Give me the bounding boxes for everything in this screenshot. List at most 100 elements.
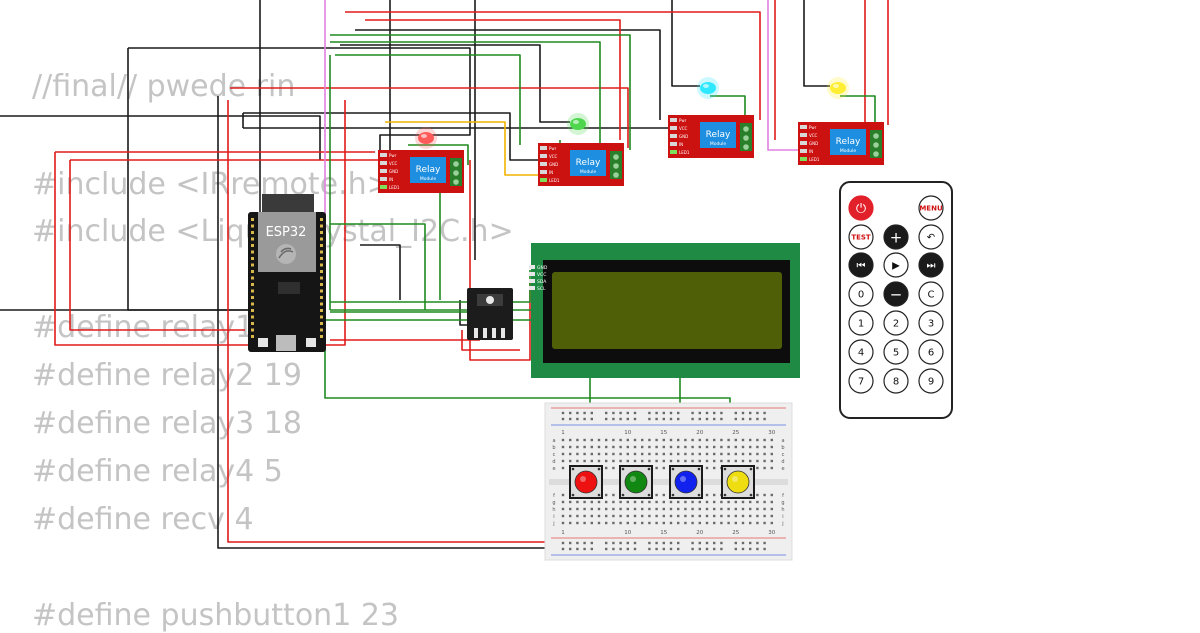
breadboard-hole[interactable] [633,500,637,504]
breadboard-hole[interactable] [677,541,680,545]
breadboard-hole[interactable] [720,452,723,456]
breadboard-hole[interactable] [691,459,694,463]
breadboard-hole[interactable] [669,452,673,456]
breadboard-hole[interactable] [561,514,565,518]
i2c-pin[interactable] [492,328,496,338]
breadboard-hole[interactable] [576,417,579,421]
breadboard-hole[interactable] [741,507,745,511]
breadboard-hole[interactable] [734,521,737,525]
breadboard-hole[interactable] [705,500,709,504]
breadboard-hole[interactable] [734,417,737,421]
breadboard-hole[interactable] [569,417,572,421]
breadboard-hole[interactable] [662,521,665,525]
breadboard-hole[interactable] [741,411,745,415]
breadboard-hole[interactable] [756,438,759,442]
breadboard-hole[interactable] [749,514,752,518]
breadboard-hole[interactable] [734,547,737,551]
breadboard-hole[interactable] [605,500,608,504]
esp32-pin[interactable] [251,224,254,228]
remote-button[interactable]: MENU [918,195,944,221]
wire[interactable] [230,87,629,148]
breadboard-hole[interactable] [770,500,773,504]
breadboard-hole[interactable] [763,547,766,551]
breadboard-hole[interactable] [734,500,737,504]
breadboard-hole[interactable] [590,452,593,456]
breadboard-hole[interactable] [655,417,658,421]
breadboard-hole[interactable] [561,500,565,504]
led[interactable] [415,127,437,149]
breadboard-hole[interactable] [691,514,694,518]
breadboard-hole[interactable] [705,521,709,525]
remote-button-icon[interactable]: ⏭ [918,252,944,278]
breadboard-hole[interactable] [561,541,565,545]
breadboard-hole[interactable] [648,459,651,463]
breadboard-hole[interactable] [583,417,586,421]
esp32-pin[interactable] [251,328,254,332]
breadboard-hole[interactable] [713,500,716,504]
breadboard-hole[interactable] [655,521,658,525]
breadboard-hole[interactable] [669,507,673,511]
breadboard-hole[interactable] [597,521,601,525]
breadboard-hole[interactable] [655,541,658,545]
breadboard-hole[interactable] [626,514,629,518]
breadboard-hole[interactable] [713,507,716,511]
breadboard-hole[interactable] [619,452,622,456]
breadboard-hole[interactable] [684,452,687,456]
breadboard-hole[interactable] [619,411,622,415]
breadboard-hole[interactable] [734,541,737,545]
wire[interactable] [803,0,830,87]
breadboard-hole[interactable] [561,507,565,511]
breadboard-hole[interactable] [561,466,565,470]
breadboard-hole[interactable] [612,547,615,551]
breadboard-hole[interactable] [756,452,759,456]
esp32-pin[interactable] [251,244,254,247]
remote-button[interactable]: 1 [848,310,874,336]
esp32-pin[interactable] [251,296,254,299]
breadboard-hole[interactable] [734,459,737,463]
breadboard-hole[interactable] [669,521,673,525]
breadboard-hole[interactable] [583,507,586,511]
en-button[interactable] [306,338,316,347]
remote-button-icon[interactable]: ▶ [883,252,909,278]
remote-button[interactable]: 7 [848,368,874,394]
wire[interactable] [355,29,661,120]
wire[interactable] [54,100,346,346]
breadboard-hole[interactable] [633,514,637,518]
breadboard-hole[interactable] [626,438,629,442]
breadboard-hole[interactable] [576,445,579,449]
relay-pin[interactable] [670,142,677,146]
breadboard-hole[interactable] [669,417,673,421]
breadboard-hole[interactable] [612,417,615,421]
breadboard-hole[interactable] [662,466,665,470]
breadboard-hole[interactable] [677,417,680,421]
breadboard-hole[interactable] [561,452,565,456]
esp32-pin[interactable] [320,224,323,228]
breadboard-hole[interactable] [713,541,716,545]
esp32-pin[interactable] [251,289,254,293]
breadboard-hole[interactable] [698,521,701,525]
esp32-pin[interactable] [320,335,323,338]
breadboard-hole[interactable] [590,417,593,421]
breadboard-hole[interactable] [605,541,608,545]
breadboard-hole[interactable] [619,417,622,421]
breadboard-hole[interactable] [677,459,680,463]
breadboard-hole[interactable] [677,438,680,442]
breadboard-hole[interactable] [626,541,629,545]
breadboard-hole[interactable] [763,541,766,545]
breadboard-hole[interactable] [720,514,723,518]
relay-pin[interactable] [800,133,807,137]
wire[interactable] [0,115,321,160]
breadboard-hole[interactable] [597,452,601,456]
breadboard-hole[interactable] [720,547,723,551]
remote-button[interactable]: TEST [848,224,874,250]
breadboard-hole[interactable] [590,514,593,518]
breadboard-hole[interactable] [590,459,593,463]
breadboard-hole[interactable] [677,445,680,449]
breadboard-hole[interactable] [569,459,572,463]
breadboard-hole[interactable] [655,466,658,470]
breadboard-hole[interactable] [756,466,759,470]
breadboard-hole[interactable] [741,547,745,551]
breadboard-hole[interactable] [705,466,709,470]
wire[interactable] [330,223,426,310]
breadboard-hole[interactable] [633,452,637,456]
